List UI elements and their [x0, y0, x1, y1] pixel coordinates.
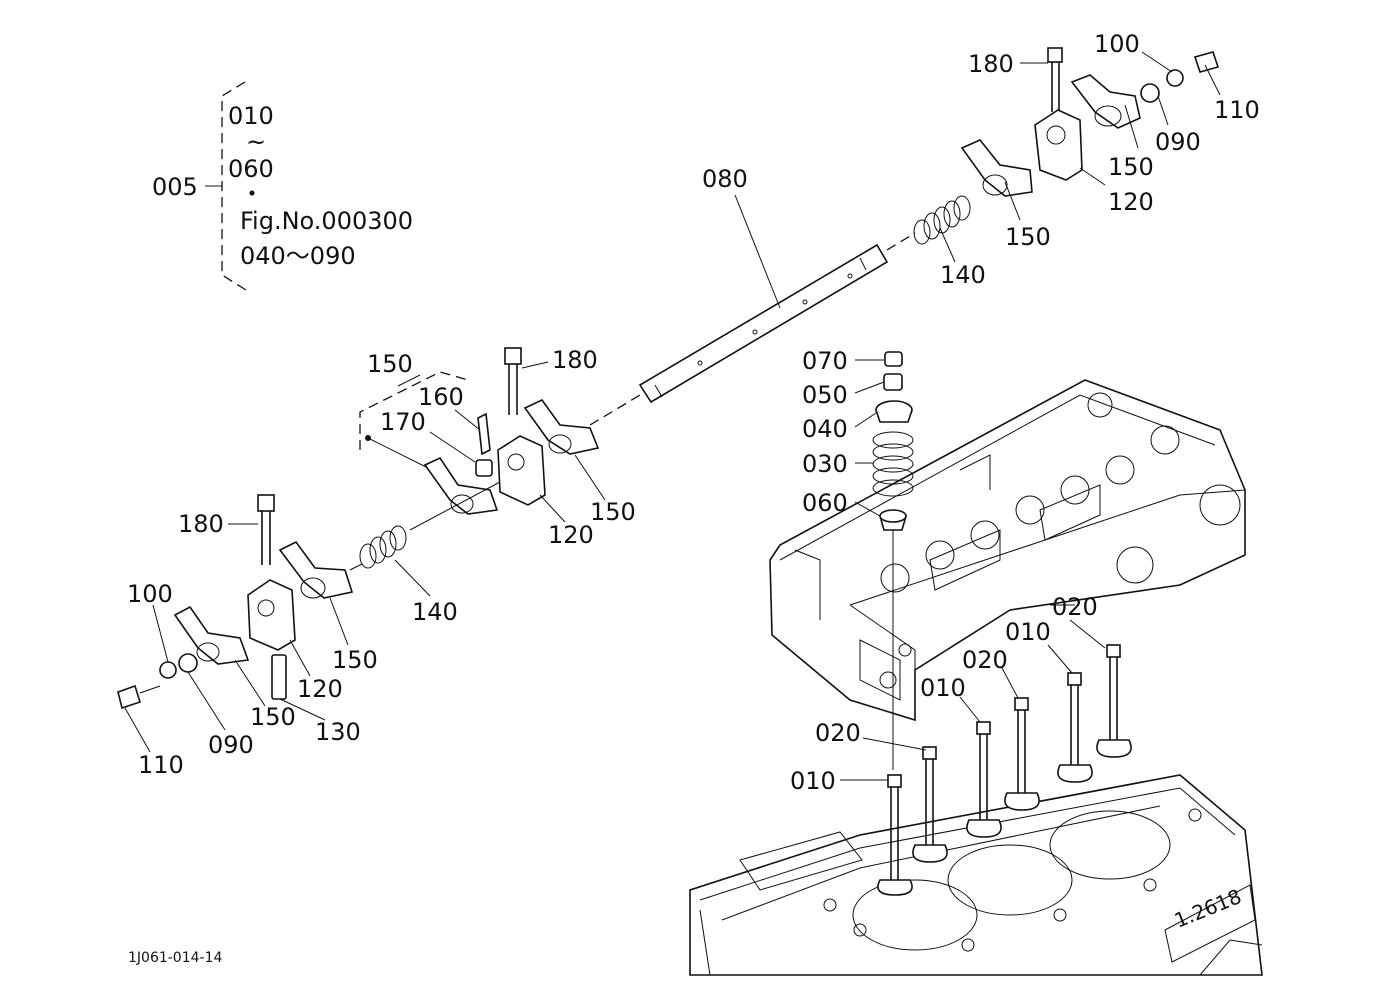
rocker-assembly-left [117, 494, 363, 710]
figure-reference: Fig.No.000300 [240, 207, 413, 235]
callout-020-mid: 020 [962, 646, 1008, 674]
valve-020-rear [1096, 644, 1132, 758]
callout-030: 030 [802, 450, 848, 478]
valve-spring-stack [872, 351, 914, 770]
callout-170: 170 [380, 408, 426, 436]
callout-120-top-right: 120 [1108, 188, 1154, 216]
callout-180-top-right: 180 [968, 50, 1014, 78]
callout-010-front: 010 [790, 767, 836, 795]
rocker-assembly-top-right [913, 47, 1220, 245]
callout-150-bracket: 150 [367, 350, 413, 378]
valve-010-rear [1057, 672, 1093, 783]
drawing-code: 1J061-014-14 [128, 950, 222, 966]
valve-020-front [912, 746, 948, 863]
callout-100-left: 100 [127, 580, 173, 608]
callout-130: 130 [315, 718, 361, 746]
callout-110-left: 110 [138, 751, 184, 779]
callout-180-middle: 180 [552, 346, 598, 374]
callout-010-rear: 010 [1005, 618, 1051, 646]
callout-150-top-right-2: 150 [1005, 223, 1051, 251]
callout-060: 060 [802, 489, 848, 517]
callout-separator-dot: ・ [240, 180, 264, 208]
valve-010-front [877, 774, 913, 896]
callout-180-left: 180 [178, 510, 224, 538]
callout-090-left: 090 [208, 731, 254, 759]
callout-010-range-start: 010 [228, 102, 274, 130]
valve-020-mid [1004, 697, 1040, 811]
callout-005: 005 [152, 173, 198, 201]
cylinder-block: 1.2618 [689, 774, 1263, 976]
callout-080: 080 [702, 165, 748, 193]
cylinder-head [769, 379, 1246, 722]
callout-020-rear: 020 [1052, 593, 1098, 621]
rocker-shaft [589, 232, 916, 426]
rocker-assembly-middle [359, 347, 600, 569]
figure-reference-range: 040～090 [240, 242, 356, 270]
callout-150-left-2: 150 [250, 703, 296, 731]
callout-040: 040 [802, 415, 848, 443]
callout-140-left: 140 [412, 598, 458, 626]
callout-100-top-right: 100 [1094, 30, 1140, 58]
callout-120-left: 120 [297, 675, 343, 703]
callout-050: 050 [802, 381, 848, 409]
callout-070: 070 [802, 347, 848, 375]
leader-lines [124, 51, 1221, 781]
callout-140-top-right: 140 [940, 261, 986, 289]
callout-020-front: 020 [815, 719, 861, 747]
callout-labels: 005 010 ~ 060 ・ Fig.No.000300 040～090 18… [127, 30, 1260, 966]
callout-010-mid: 010 [920, 674, 966, 702]
callout-bracket-005 [205, 81, 247, 291]
callout-range-tilde: ~ [246, 128, 266, 156]
callout-060-range-end: 060 [228, 155, 274, 183]
callout-150-left-1: 150 [332, 646, 378, 674]
callout-110-top-right: 110 [1214, 96, 1260, 124]
valves [877, 644, 1132, 896]
callout-120-middle: 120 [548, 521, 594, 549]
callout-090-top-right: 090 [1155, 128, 1201, 156]
callout-150-middle: 150 [590, 498, 636, 526]
callout-160: 160 [418, 383, 464, 411]
valve-010-mid [966, 721, 1002, 838]
callout-150-top-right-1: 150 [1108, 153, 1154, 181]
